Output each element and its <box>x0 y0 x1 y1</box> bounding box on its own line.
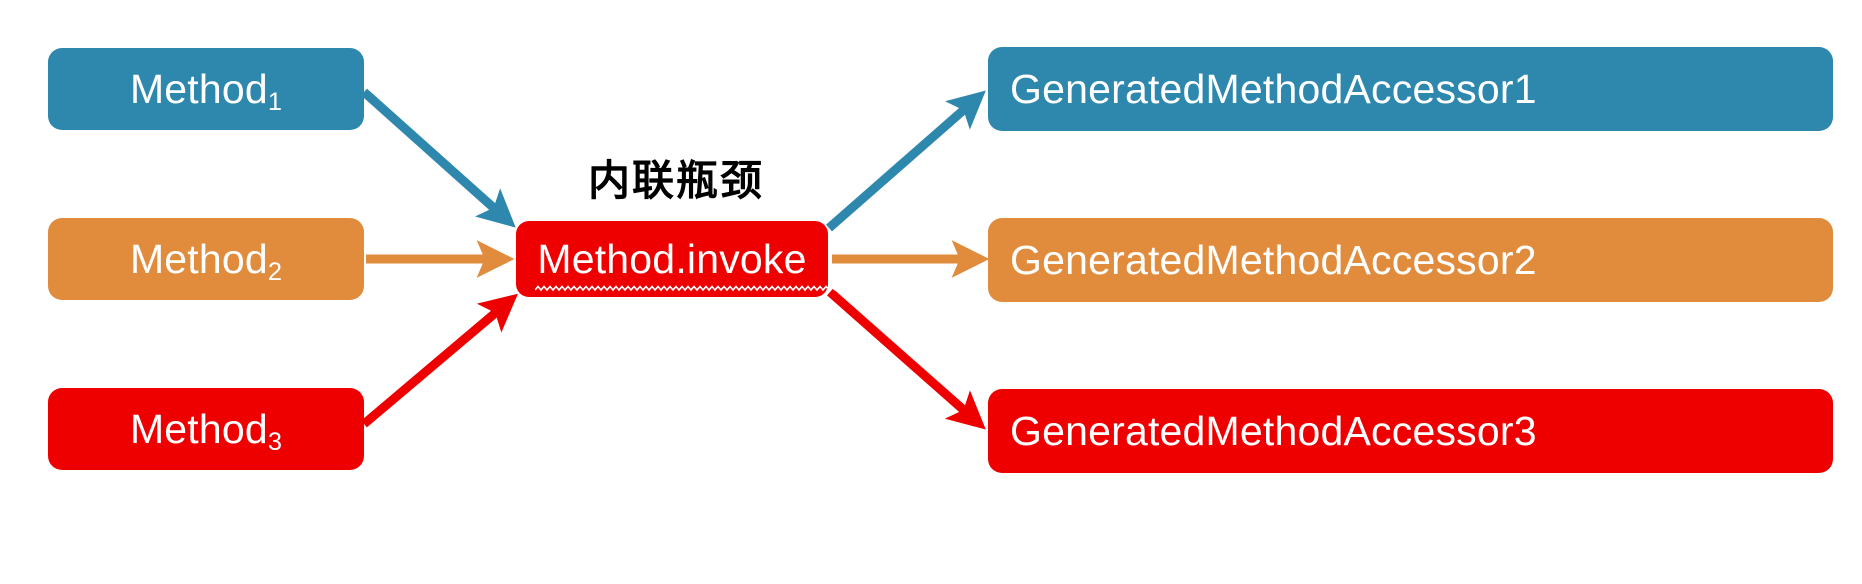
node-method-3-subscript: 3 <box>267 427 283 456</box>
node-method-invoke[interactable]: Method.invoke <box>516 221 836 297</box>
node-accessor-2-label: GeneratedMethodAccessor2 <box>1010 236 1537 283</box>
arrow-invoke-to-accessor3 <box>827 288 986 430</box>
node-method-3[interactable]: Method3 <box>48 388 364 470</box>
node-method-invoke-text-wrap: Method.invoke <box>535 235 836 291</box>
node-accessor-3[interactable]: GeneratedMethodAccessor3 <box>988 389 1833 473</box>
node-method-2-label: Method2 <box>129 235 283 286</box>
node-accessor-1-label: GeneratedMethodAccessor1 <box>1010 65 1537 112</box>
bottleneck-annotation: 内联瓶颈 <box>588 156 765 205</box>
spellcheck-squiggle-icon <box>535 284 836 291</box>
node-method-2-subscript: 2 <box>267 257 283 286</box>
node-method-invoke-label: Method.invoke <box>537 235 807 282</box>
node-accessor-2[interactable]: GeneratedMethodAccessor2 <box>988 218 1833 302</box>
node-method-1-label: Method1 <box>129 65 283 116</box>
node-accessor-3-label: GeneratedMethodAccessor3 <box>1010 407 1537 454</box>
arrow-method3-to-invoke <box>361 293 518 428</box>
node-method-3-label: Method3 <box>129 405 283 456</box>
arrow-method1-to-invoke <box>361 88 516 228</box>
node-method-1-subscript: 1 <box>267 87 283 116</box>
node-method-2[interactable]: Method2 <box>48 218 364 300</box>
node-accessor-1[interactable]: GeneratedMethodAccessor1 <box>988 47 1833 131</box>
node-method-1[interactable]: Method1 <box>48 48 364 130</box>
arrow-invoke-to-accessor1 <box>826 90 986 232</box>
